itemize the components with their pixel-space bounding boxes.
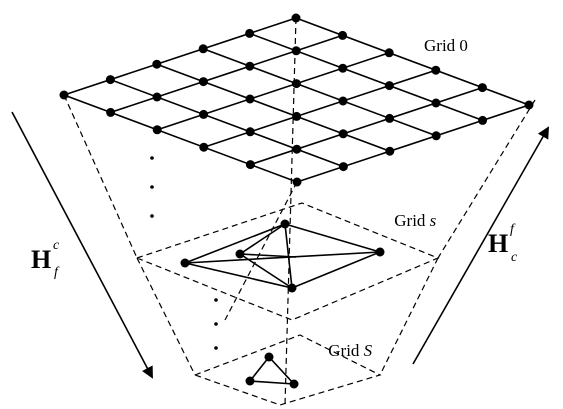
restriction-superscript: c bbox=[53, 238, 60, 253]
prolongation-subscript: c bbox=[511, 250, 518, 265]
grid-0-edge bbox=[249, 32, 483, 122]
connector-front bbox=[224, 181, 298, 321]
grid-0-node bbox=[292, 111, 302, 121]
grid-0-node bbox=[338, 96, 348, 106]
grid-0-edge bbox=[203, 69, 437, 148]
connector-back bbox=[284, 17, 297, 406]
grid-0-node bbox=[385, 113, 395, 123]
prolongation-arrow bbox=[412, 126, 549, 365]
grid-0-node bbox=[477, 83, 487, 93]
ellipsis-upper bbox=[150, 156, 154, 218]
connector-right bbox=[437, 99, 536, 259]
grid-0-node bbox=[431, 98, 441, 108]
grid-0-node bbox=[199, 142, 209, 152]
grid-s-plane bbox=[135, 202, 440, 321]
grid-0-node bbox=[291, 46, 301, 56]
restriction-arrow bbox=[11, 111, 153, 379]
grid-0-node bbox=[106, 107, 116, 117]
grid-s-mesh bbox=[184, 223, 381, 289]
grid-0-node bbox=[338, 162, 348, 172]
grid-0-node bbox=[431, 65, 441, 75]
grid-s-node bbox=[235, 249, 245, 259]
grid-0-node bbox=[385, 146, 395, 156]
grid-0-node bbox=[524, 100, 534, 110]
connector-right-lower bbox=[379, 257, 439, 376]
grid-0-edge bbox=[110, 34, 343, 114]
fine-grid-0 bbox=[59, 13, 534, 187]
connector-left bbox=[63, 94, 138, 259]
grid-S-node bbox=[289, 379, 299, 389]
grid-0-node bbox=[198, 77, 208, 87]
grid-0-node bbox=[431, 131, 441, 141]
grid-0-edge bbox=[156, 52, 390, 131]
grid-0-node bbox=[245, 61, 255, 71]
grid-S-nodes bbox=[245, 352, 299, 389]
grid-0-node bbox=[292, 144, 302, 154]
grid-0-node bbox=[105, 75, 115, 85]
grid-0-node bbox=[478, 115, 488, 125]
grid-0-node bbox=[152, 59, 162, 69]
grid-0-node bbox=[245, 28, 255, 38]
grid-S-mesh bbox=[248, 355, 296, 385]
prolongation-symbol: H bbox=[488, 229, 508, 258]
grid-0-node bbox=[384, 81, 394, 91]
prolongation-operator-label: H f c bbox=[488, 222, 518, 265]
grid-0-edge bbox=[295, 17, 530, 106]
grid-s-node bbox=[287, 283, 297, 293]
grid-0-node bbox=[291, 79, 301, 89]
grid-s-label: Grid s bbox=[373, 211, 449, 230]
grid-0-edge bbox=[63, 17, 297, 96]
grid-0-edge bbox=[63, 94, 298, 183]
ellipsis-lower bbox=[214, 298, 218, 350]
grid-0-node bbox=[152, 92, 162, 102]
dashed-connectors bbox=[63, 17, 536, 406]
grid-s-node bbox=[280, 219, 290, 229]
grid-0-node bbox=[338, 63, 348, 73]
grid-s-node bbox=[375, 247, 385, 257]
grid-0-node bbox=[245, 127, 255, 137]
restriction-symbol: H bbox=[31, 245, 51, 274]
grid-0-node bbox=[245, 160, 255, 170]
grid-0-label: Grid 0 bbox=[424, 36, 468, 55]
restriction-operator-label: H c f bbox=[31, 238, 60, 280]
grid-0-edge bbox=[110, 78, 344, 168]
grid-0-edge bbox=[296, 104, 530, 183]
grid-0-node bbox=[245, 94, 255, 104]
connector-left-lower bbox=[136, 257, 196, 376]
grid-0-node bbox=[338, 30, 348, 40]
prolongation-superscript: f bbox=[510, 222, 516, 237]
grid-S-node bbox=[245, 376, 255, 386]
grid-0-edge bbox=[156, 63, 391, 152]
grid-0-node bbox=[199, 109, 209, 119]
grid-S-node bbox=[264, 352, 274, 362]
grid-s-nodes bbox=[180, 219, 385, 293]
grid-0-edge bbox=[250, 86, 483, 166]
restriction-subscript: f bbox=[54, 265, 60, 280]
grid-S-label: Grid S bbox=[307, 341, 385, 360]
grid-0-node bbox=[198, 44, 208, 54]
grid-0-node bbox=[338, 129, 348, 139]
grid-0-node bbox=[152, 125, 162, 135]
grid-0-edge bbox=[202, 48, 437, 137]
grid-S-plane bbox=[193, 334, 382, 406]
grid-s-node bbox=[180, 258, 190, 268]
grid-0-node bbox=[384, 48, 394, 58]
